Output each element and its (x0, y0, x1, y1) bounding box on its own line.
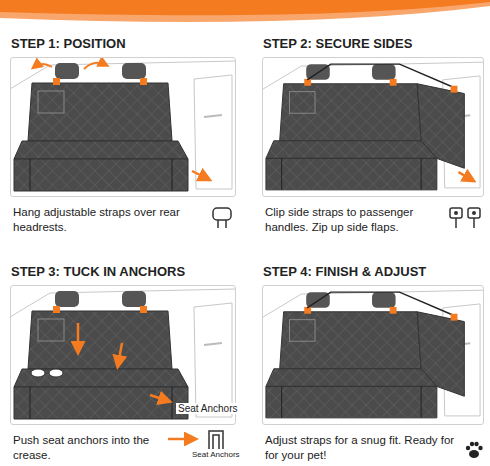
band-light (0, 0, 490, 22)
step-caption: Adjust straps for a snug fit. Ready for … (265, 433, 457, 463)
part-label: Seat Anchors (176, 403, 239, 414)
step-heading: STEP 3: TUCK IN ANCHORS (11, 264, 185, 279)
step-caption: Push seat anchors into the crease. (13, 433, 163, 463)
step1-illustration (10, 57, 236, 197)
step-panel: STEP 1: POSITIONHang adjustable straps o… (10, 57, 236, 197)
step2-illustration (262, 57, 484, 197)
step-panel: STEP 2: SECURE SIDESClip side straps to … (262, 57, 484, 197)
step-caption: Hang adjustable straps over rear headres… (13, 205, 203, 235)
step-heading: STEP 1: POSITION (11, 36, 126, 51)
step-caption: Clip side straps to passenger handles. Z… (265, 205, 443, 235)
step-heading: STEP 4: FINISH & ADJUST (263, 264, 426, 279)
clip-icon (448, 206, 482, 232)
top-band (0, 0, 490, 34)
step-panel: STEP 4: FINISH & ADJUSTAdjust straps for… (262, 285, 484, 425)
part-label: Seat Anchors (192, 450, 240, 459)
seat-anchor-icon (206, 428, 226, 450)
band-dark (0, 0, 490, 15)
anchor-arrow (166, 432, 202, 446)
step-heading: STEP 2: SECURE SIDES (263, 36, 412, 51)
step4-illustration (262, 285, 484, 425)
paw-icon (464, 440, 484, 460)
headrest-icon (210, 206, 234, 230)
